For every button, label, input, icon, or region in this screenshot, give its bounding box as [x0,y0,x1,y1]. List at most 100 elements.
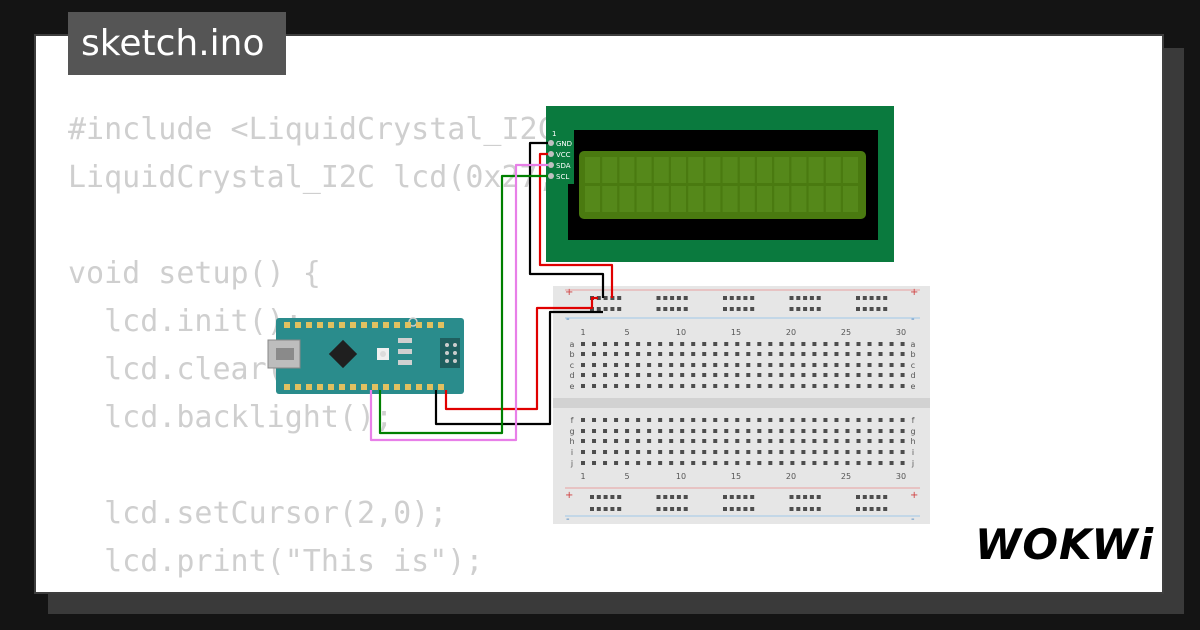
rail-hole [656,307,661,311]
breadboard-hole [669,363,674,367]
row-letter: f [571,416,574,425]
breadboard-hole [603,429,608,433]
rail-hole [723,296,727,300]
breadboard-hole [845,352,850,356]
breadboard-hole [713,373,718,377]
rail-hole [869,495,874,499]
row-letter: e [911,382,916,391]
breadboard-hole [713,384,718,388]
breadboard-hole [702,450,707,454]
header-pin [394,322,400,328]
breadboard-hole [790,352,795,356]
lcd-cell [825,186,841,212]
breadboard-hole [691,439,696,443]
breadboard-hole [669,461,674,465]
lcd-cell [757,186,772,212]
breadboard-hole [746,429,751,433]
breadboard-hole [900,352,905,356]
arduino-nano[interactable] [267,317,464,394]
lcd-pin-gnd[interactable]: GND [548,140,572,148]
breadboard-hole [735,461,740,465]
rail-hole [743,495,748,499]
breadboard-hole [603,461,608,465]
breadboard[interactable]: + + - - + + - - 1 5 10 15 20 25 30 1 5 1… [553,286,930,525]
breadboard-hole [834,461,839,465]
breadboard-hole [680,363,685,367]
wire-scl[interactable] [378,174,548,435]
breadboard-hole [746,373,751,377]
column-number: 5 [624,472,629,481]
breadboard-hole [779,373,784,377]
rail-hole [590,495,594,499]
breadboard-hole [889,439,894,443]
breadboard-hole [889,450,894,454]
wokwi-logo[interactable]: WOKWi [975,520,1155,569]
lcd-cell [843,186,858,212]
breadboard-hole [658,342,663,346]
wire-ground[interactable] [434,310,603,426]
breadboard-hole [768,429,773,433]
lcd-cell [671,157,686,183]
breadboard-hole [614,352,619,356]
breadboard-hole [625,342,630,346]
lcd-cell [602,186,618,212]
rail-hole [789,307,794,311]
header-pin [328,384,334,390]
lcd-cell [688,186,704,212]
rail-hole [856,307,860,311]
lcd-pin-scl[interactable]: SCL [548,173,569,181]
rail-hole [816,307,821,311]
breadboard-hole [735,352,740,356]
wire-lcd-gnd[interactable] [528,141,605,298]
wire-sda[interactable] [369,163,548,442]
row-letter: c [911,361,915,370]
file-tab[interactable]: sketch.ino [68,12,286,75]
header-pin [350,322,356,328]
breadboard-hole [812,418,817,422]
breadboard-hole [790,450,795,454]
header-pin [416,322,422,328]
wire-lcd-vcc[interactable] [538,152,614,298]
lcd-pin-sda[interactable]: SDA [548,162,571,170]
header-pin [361,322,367,328]
lcd-display[interactable]: 1 GND VCC SDA SCL [546,106,894,262]
icsp-pin [453,343,457,347]
wire-power[interactable] [444,296,598,411]
microcontroller-chip [328,339,358,369]
breadboard-hole [779,450,784,454]
breadboard-hole [757,363,762,367]
wires [369,141,614,442]
usb-port [276,348,294,360]
lcd-cell [602,157,618,183]
breadboard-hole [581,439,585,443]
lcd-cell [653,186,669,212]
breadboard-hole [647,439,652,443]
breadboard-hole [603,363,608,367]
breadboard-hole [592,342,597,346]
breadboard-hole [691,429,696,433]
breadboard-hole [801,418,806,422]
breadboard-hole [812,439,817,443]
rail-hole [876,296,881,300]
breadboard-hole [735,363,740,367]
breadboard-hole [845,384,850,388]
breadboard-hole [878,461,883,465]
pin-hole [548,151,554,157]
lcd-cell [688,157,704,183]
breadboard-hole [636,342,641,346]
breadboard-hole [856,450,861,454]
breadboard-hole [691,418,696,422]
breadboard-hole [702,352,707,356]
breadboard-hole [768,384,773,388]
breadboard-hole [636,439,641,443]
breadboard-hole [867,373,872,377]
breadboard-hole [735,418,740,422]
lcd-cell [585,186,600,212]
rail-hole [723,495,727,499]
lcd-pin-vcc[interactable]: VCC [548,151,571,159]
breadboard-hole [724,384,729,388]
rail-hole [816,296,821,300]
pin-hole [548,173,554,179]
lcd-cell [791,157,807,183]
breadboard-hole [801,461,806,465]
